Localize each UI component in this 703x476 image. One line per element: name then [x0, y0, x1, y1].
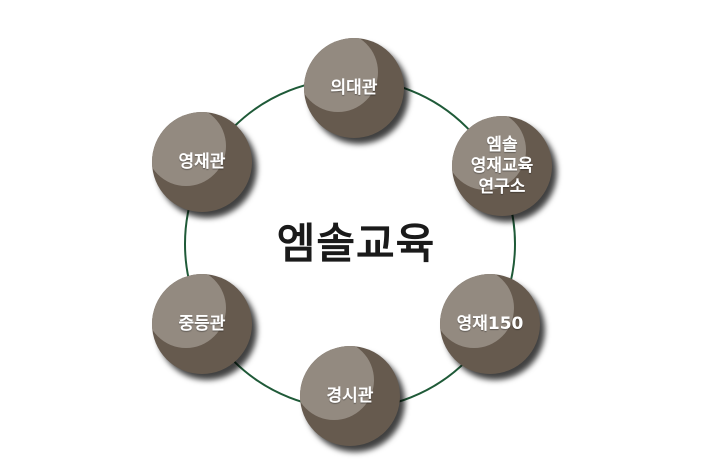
node-highlight [300, 346, 374, 420]
node-label-line-3: 연구소 [478, 176, 526, 197]
center-title: 엠솔교육 [276, 218, 436, 268]
node-label: 영재150 [456, 313, 524, 334]
node-research-institute[interactable]: 엠솔 영재교육 연구소 [452, 116, 552, 216]
node-label: 중등관 [178, 313, 226, 334]
node-label: 엠솔 영재교육 연구소 [471, 135, 534, 198]
node-highlight [452, 116, 526, 190]
node-highlight [152, 112, 226, 186]
node-uidaegwan[interactable]: 의대관 [304, 38, 404, 138]
node-label-line-2: 영재교육 [470, 155, 534, 176]
node-label-line-1: 엠솔 [486, 134, 518, 155]
node-label: 영재관 [178, 151, 226, 172]
node-label: 경시관 [326, 385, 374, 406]
node-gyeongsigwan[interactable]: 경시관 [300, 346, 400, 446]
node-label: 의대관 [330, 77, 378, 98]
node-highlight [304, 38, 378, 112]
node-highlight [152, 274, 226, 348]
node-jungdeunggwan[interactable]: 중등관 [152, 274, 252, 374]
node-highlight [440, 274, 514, 348]
node-yeongjae150[interactable]: 영재150 [440, 274, 540, 374]
node-yeongjaegwan[interactable]: 영재관 [152, 112, 252, 212]
